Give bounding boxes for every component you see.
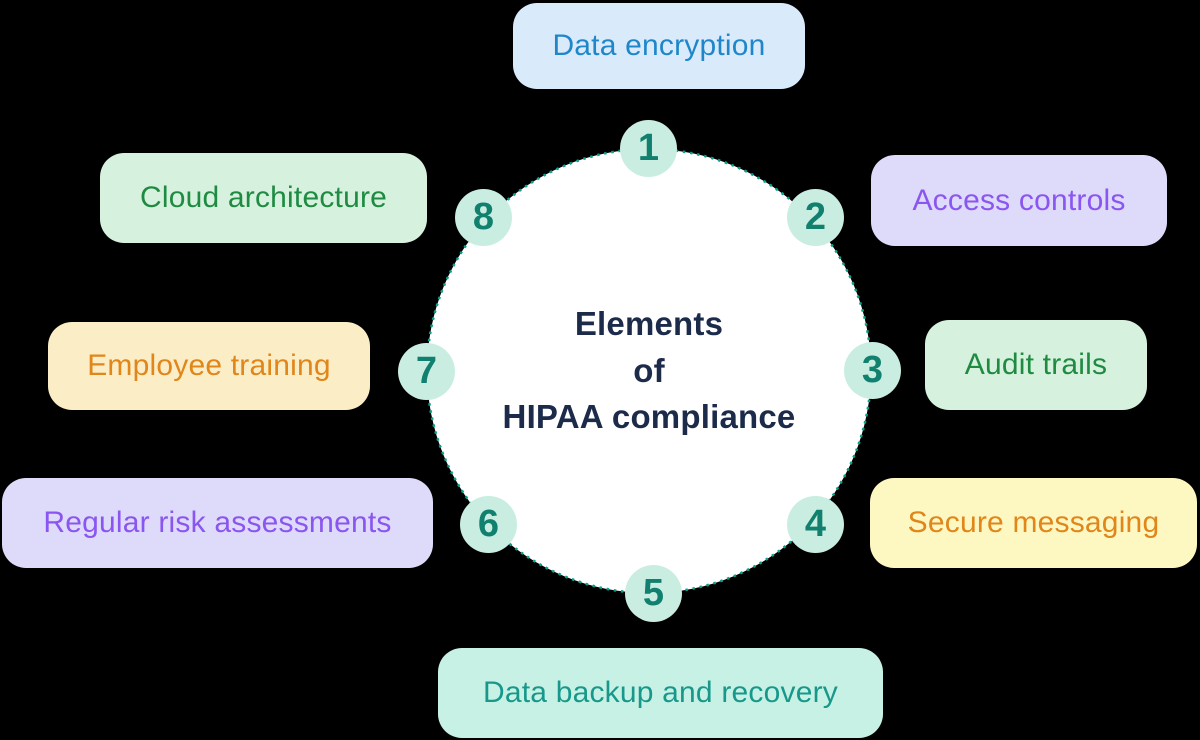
item-box-regular-risk-assessments: Regular risk assessments — [2, 478, 433, 568]
item-label: Employee training — [87, 349, 331, 382]
badge-number: 1 — [637, 127, 660, 169]
item-box-data-backup-and-recovery: Data backup and recovery — [438, 648, 883, 738]
item-box-cloud-architecture: Cloud architecture — [100, 153, 427, 243]
item-badge-7: 7 — [398, 343, 455, 400]
item-label: Access controls — [912, 183, 1126, 217]
badge-number: 5 — [642, 572, 665, 614]
item-label: Audit trails — [964, 348, 1108, 381]
badge-number: 3 — [861, 349, 884, 391]
item-box-data-encryption: Data encryption — [513, 3, 805, 89]
item-badge-4: 4 — [787, 496, 844, 553]
title-line-2: of — [633, 351, 665, 389]
item-box-employee-training: Employee training — [48, 322, 370, 410]
item-badge-6: 6 — [460, 496, 517, 553]
badge-number: 2 — [804, 196, 827, 238]
badge-number: 8 — [472, 196, 495, 238]
badge-number: 4 — [804, 503, 827, 545]
item-label: Secure messaging — [907, 506, 1160, 539]
badge-number: 7 — [415, 350, 438, 392]
item-badge-1: 1 — [620, 120, 677, 177]
diagram-title: Elements of HIPAA compliance — [427, 149, 871, 593]
title-line-1: Elements — [574, 304, 724, 342]
item-badge-2: 2 — [787, 189, 844, 246]
item-badge-3: 3 — [844, 342, 901, 399]
badge-number: 6 — [477, 503, 500, 545]
item-label: Cloud architecture — [139, 181, 388, 214]
item-box-access-controls: Access controls — [871, 155, 1167, 246]
title-line-3: HIPAA compliance — [502, 398, 796, 436]
item-box-secure-messaging: Secure messaging — [870, 478, 1197, 568]
item-label: Data backup and recovery — [482, 676, 838, 709]
item-label: Data encryption — [552, 29, 766, 62]
item-badge-8: 8 — [455, 189, 512, 246]
item-badge-5: 5 — [625, 565, 682, 622]
item-label: Regular risk assessments — [43, 506, 392, 539]
item-box-audit-trails: Audit trails — [925, 320, 1147, 410]
